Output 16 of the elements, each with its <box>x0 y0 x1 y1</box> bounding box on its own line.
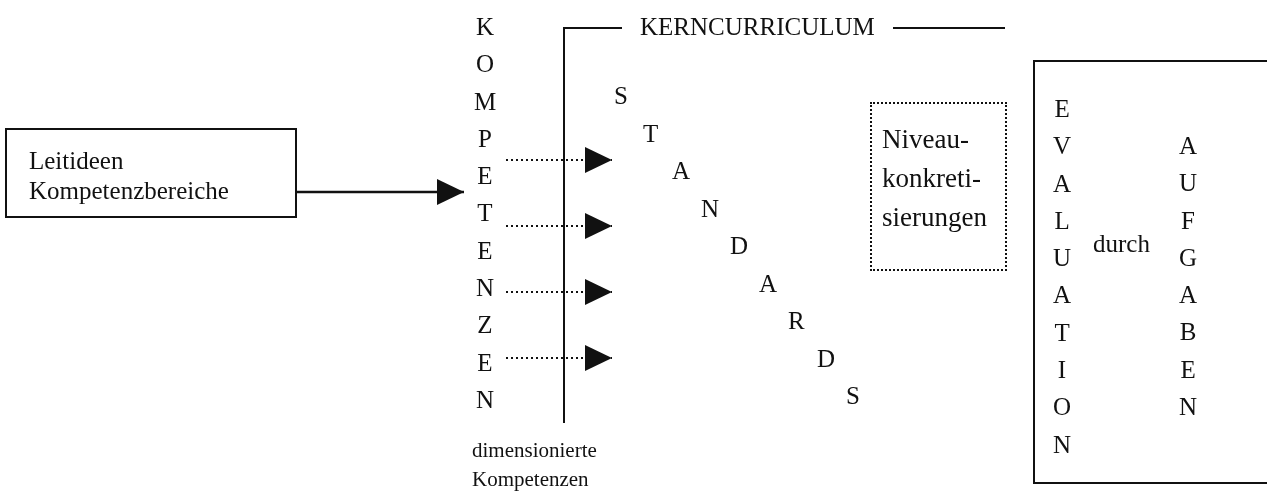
vertical-text: AUFGABEN <box>1179 131 1198 423</box>
dotted-arrow <box>505 345 613 371</box>
dotted-arrow <box>505 147 613 173</box>
vertical-text: KOMPETENZEN <box>464 8 506 420</box>
box-text: Niveau- konkreti- sierungen <box>882 123 987 234</box>
box-text: Leitideen Kompetenzbereiche <box>29 146 229 206</box>
dotted-arrow <box>505 279 613 305</box>
process-box <box>5 128 297 218</box>
frame-box <box>1033 60 1267 484</box>
diagonal-text: STANDARDS <box>614 82 866 422</box>
box-text: durch <box>1093 230 1150 258</box>
vertical-text: EVALUATION <box>1053 94 1072 460</box>
arrow <box>297 179 464 205</box>
dotted-box <box>870 102 1007 271</box>
dotted-arrow <box>505 213 613 239</box>
note-text: dimensionierte Kompetenzen <box>472 437 598 493</box>
